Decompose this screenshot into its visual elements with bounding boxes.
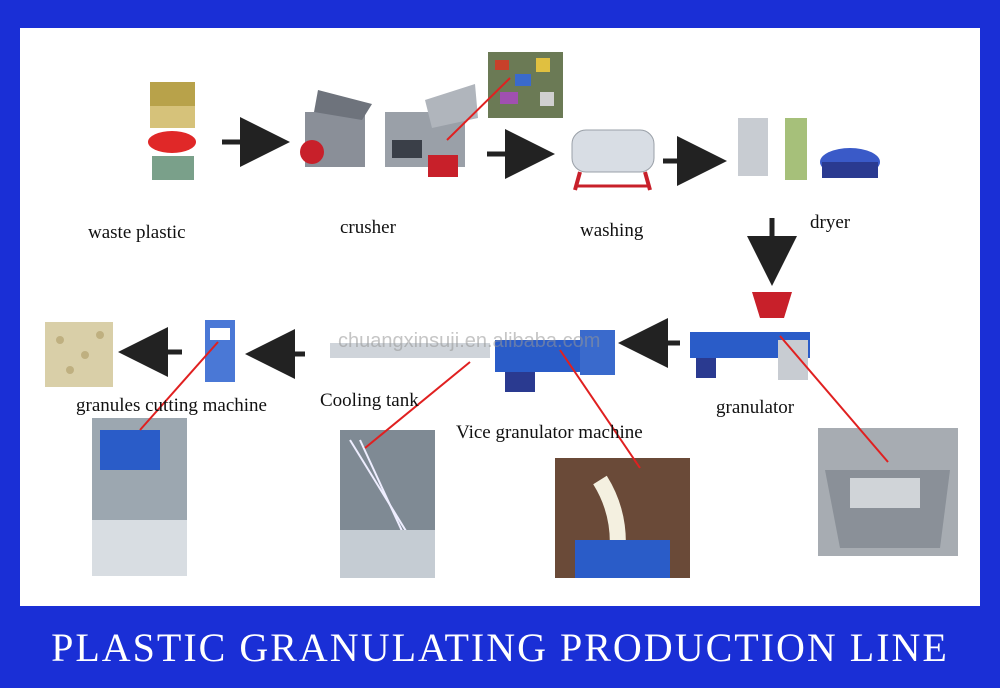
- label-crusher: crusher: [340, 217, 396, 238]
- waste-plastic-image: [148, 82, 196, 180]
- label-dryer: dryer: [810, 212, 851, 233]
- cutting-photo: [92, 418, 187, 576]
- washing-image: [571, 129, 655, 191]
- cooling-tank-image: [330, 343, 490, 358]
- crusher-image: [300, 84, 478, 177]
- plastic-flakes-image: [488, 52, 563, 118]
- granulator-image: [690, 292, 810, 380]
- watermark: chuangxinsuji.en.alibaba.com: [338, 330, 601, 352]
- vice-photo: [555, 458, 690, 578]
- granulator-photo: [818, 428, 958, 556]
- pointer-lines: [139, 77, 889, 469]
- label-vice-granulator: Vice granulator machine: [456, 422, 643, 443]
- vice-granulator-image: [495, 330, 615, 392]
- flow-arrows: [118, 117, 797, 379]
- footer-title: PLASTIC GRANULATING PRODUCTION LINE: [51, 625, 949, 670]
- cooling-photo: [340, 430, 435, 578]
- label-cooling-tank: Cooling tank: [320, 390, 419, 411]
- granules-image: [45, 322, 113, 387]
- label-washing: washing: [580, 220, 644, 241]
- dryer-image: [738, 118, 880, 180]
- label-granulator: granulator: [716, 397, 795, 418]
- label-waste-plastic: waste plastic: [88, 222, 186, 243]
- label-granules-cutting: granules cutting machine: [76, 395, 267, 416]
